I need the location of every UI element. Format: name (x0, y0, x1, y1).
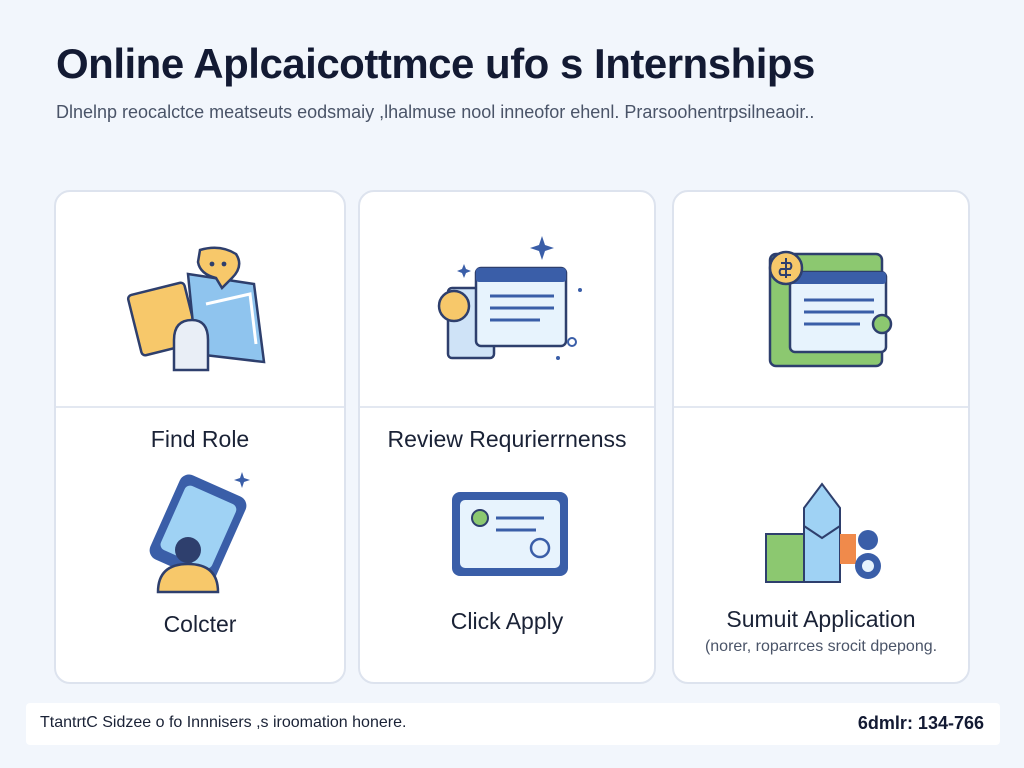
phone-user-icon (149, 472, 250, 594)
footer-text: TtantrtC Sidzee o fo Innnisers ,s irooma… (40, 714, 407, 731)
card-divider (674, 406, 968, 408)
page-subtitle: Dlnelnp reocalctce meatseuts eodsmaiy ,l… (56, 102, 815, 122)
footer-size: 6dmlr: 134-766 (857, 713, 984, 733)
footer-bar: TtantrtC Sidzee o fo Innnisers ,s irooma… (26, 703, 1000, 745)
step-card-find-role: Find Role Colcter (54, 190, 346, 684)
card-label: Sumuit Application (726, 606, 916, 632)
profile-card-icon (452, 492, 568, 576)
card-label: Review Requrierrnenss (387, 426, 627, 452)
step-card-submit-application: Sumuit Application (norer, roparrces sro… (672, 190, 970, 684)
page-title: Online Aplcaicottmce ufo s Internships (56, 40, 815, 87)
payment-document-icon (768, 250, 893, 368)
card-label: Click Apply (450, 608, 564, 634)
card-divider (56, 406, 344, 408)
submit-building-icon (765, 482, 881, 583)
card-divider (360, 406, 654, 408)
card-label: Colcter (163, 611, 237, 637)
step-card-review-requirements: Review Requrierrnenss Click Apply (358, 190, 656, 684)
resume-sparkle-icon (437, 236, 582, 360)
documents-chat-icon (126, 246, 266, 372)
card-label: Find Role (150, 426, 250, 452)
card-note: (norer, roparrces srocit dpepong. (704, 638, 938, 655)
